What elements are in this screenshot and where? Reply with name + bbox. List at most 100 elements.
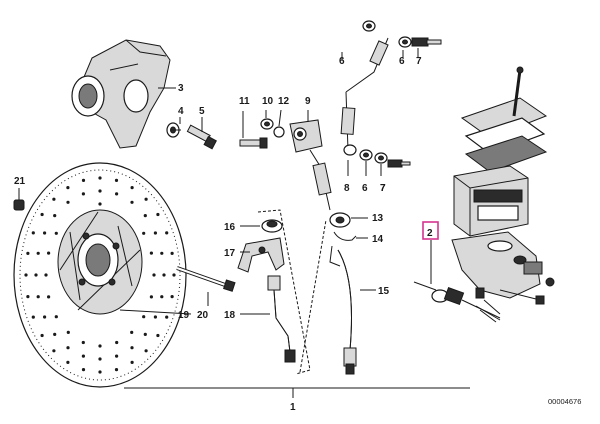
drill-hole [130,360,134,364]
washer-6-top-a[interactable] [362,20,376,32]
bolt-7-mid[interactable] [387,159,411,168]
drill-hole [160,251,164,255]
callout-label-c10: 10 [262,96,274,107]
drill-hole [81,340,85,345]
drill-hole [47,295,51,299]
callout-label-c16: 16 [224,222,236,233]
drill-hole [98,202,102,206]
bolt-7-top[interactable] [411,37,442,47]
wheel-bolt-20[interactable] [176,266,236,292]
drill-hole [152,273,156,277]
drill-hole [40,333,44,338]
drill-hole [31,315,35,319]
callout-label-c8: 8 [344,183,350,194]
drill-hole [142,315,146,319]
drill-hole [144,349,148,353]
bolt-11[interactable] [239,137,268,149]
drill-hole [66,186,70,190]
master-cylinder-assembly[interactable] [413,66,555,323]
drill-hole [53,332,57,336]
washer-6-mid-b[interactable] [374,152,388,164]
drill-hole [98,176,102,180]
drill-hole [144,197,148,201]
callout-highlight-2 [422,221,439,240]
callout-label-c17: 17 [224,248,236,259]
drill-hole [153,231,157,235]
drill-hole [160,295,164,299]
drill-hole [149,251,153,255]
drill-hole [165,231,169,235]
brake-disc[interactable] [13,162,187,388]
drill-hole [130,186,134,190]
nut-13[interactable] [329,212,351,228]
drill-hole [170,295,174,299]
drill-hole [143,214,147,218]
callout-label-c5: 5 [199,106,205,117]
drill-hole [115,340,119,345]
drill-hole [142,231,146,235]
washer-6-top-b[interactable] [398,36,412,48]
drill-hole [162,273,166,277]
callout-label-c19: 19 [178,310,190,321]
drill-hole [98,370,102,374]
washer-12[interactable] [273,126,285,138]
callout-label-c21: 21 [14,176,26,187]
drill-hole [143,332,147,336]
drill-hole [36,251,40,255]
drill-hole [40,212,44,217]
drill-hole [66,200,70,204]
drill-hole [66,330,70,334]
drill-hole [165,315,169,319]
drill-hole [66,346,70,350]
drill-hole [52,349,56,353]
drill-hole [130,330,134,334]
diagram-reference-number: 00004676 [548,397,581,406]
disc-screw-21[interactable] [13,188,25,211]
drill-hole [34,273,38,277]
caliper-carrier-3[interactable] [71,39,171,149]
drill-hole [149,295,153,299]
drill-hole [81,178,86,182]
drill-hole [114,368,119,372]
drill-hole [81,368,86,372]
drill-hole [36,295,40,299]
callout-label-c3: 3 [178,83,184,94]
drill-hole [26,251,30,255]
drill-hole [114,178,119,182]
brake-hose-15[interactable] [329,245,357,375]
drill-hole [52,197,56,201]
drill-hole [54,231,58,235]
drill-hole [170,251,174,255]
washer-10[interactable] [260,118,274,130]
callout-label-c2: 2 [427,228,433,239]
callout-label-c6b: 6 [399,56,405,67]
brake-pipe-upper[interactable] [309,37,389,211]
washer-6-mid[interactable] [359,149,373,161]
drill-hole [81,354,85,358]
callout-label-c1: 1 [290,402,296,413]
grommet-16[interactable] [261,219,283,233]
drill-hole [98,357,102,361]
drill-hole [115,192,119,196]
union-9[interactable] [289,119,323,153]
drill-hole [54,315,58,319]
drill-hole [53,214,57,218]
drill-hole [24,273,28,277]
drill-hole [81,192,85,196]
callout-label-c7b: 7 [380,183,386,194]
bracket-17[interactable] [237,237,285,273]
brake-pipe-18[interactable] [267,275,296,363]
drill-hole [47,251,51,255]
drill-hole [44,273,48,277]
bolt-5[interactable] [186,124,217,150]
clip-14[interactable] [333,231,357,241]
drill-hole [153,315,157,319]
callout-label-c14: 14 [372,234,384,245]
callout-label-c9: 9 [305,96,311,107]
drill-hole [31,231,35,235]
callout-label-c13: 13 [372,213,384,224]
callout-label-c15: 15 [378,286,390,297]
